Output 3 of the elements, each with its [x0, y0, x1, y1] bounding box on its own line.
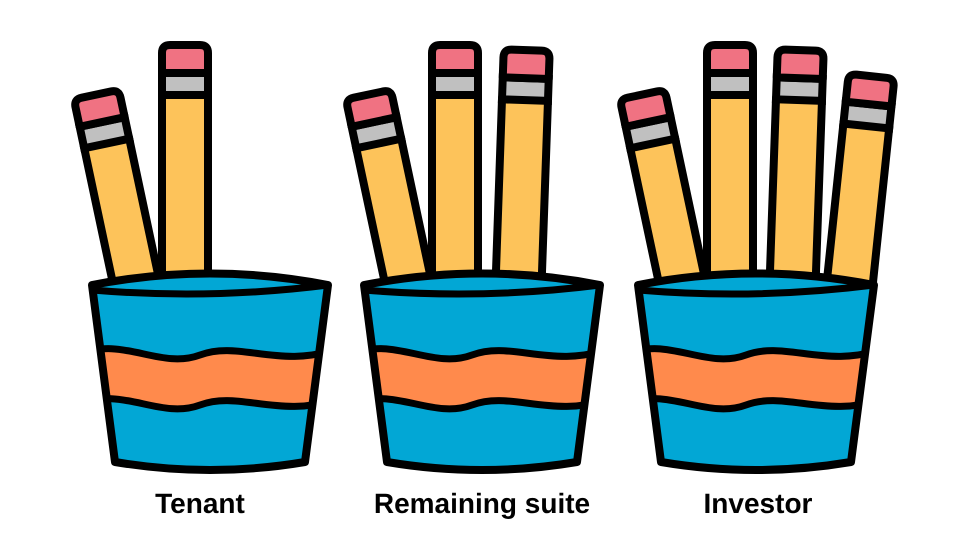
cup-label: Remaining suite [374, 488, 590, 520]
cup-label: Investor [704, 488, 812, 520]
cup-label: Tenant [155, 488, 245, 520]
